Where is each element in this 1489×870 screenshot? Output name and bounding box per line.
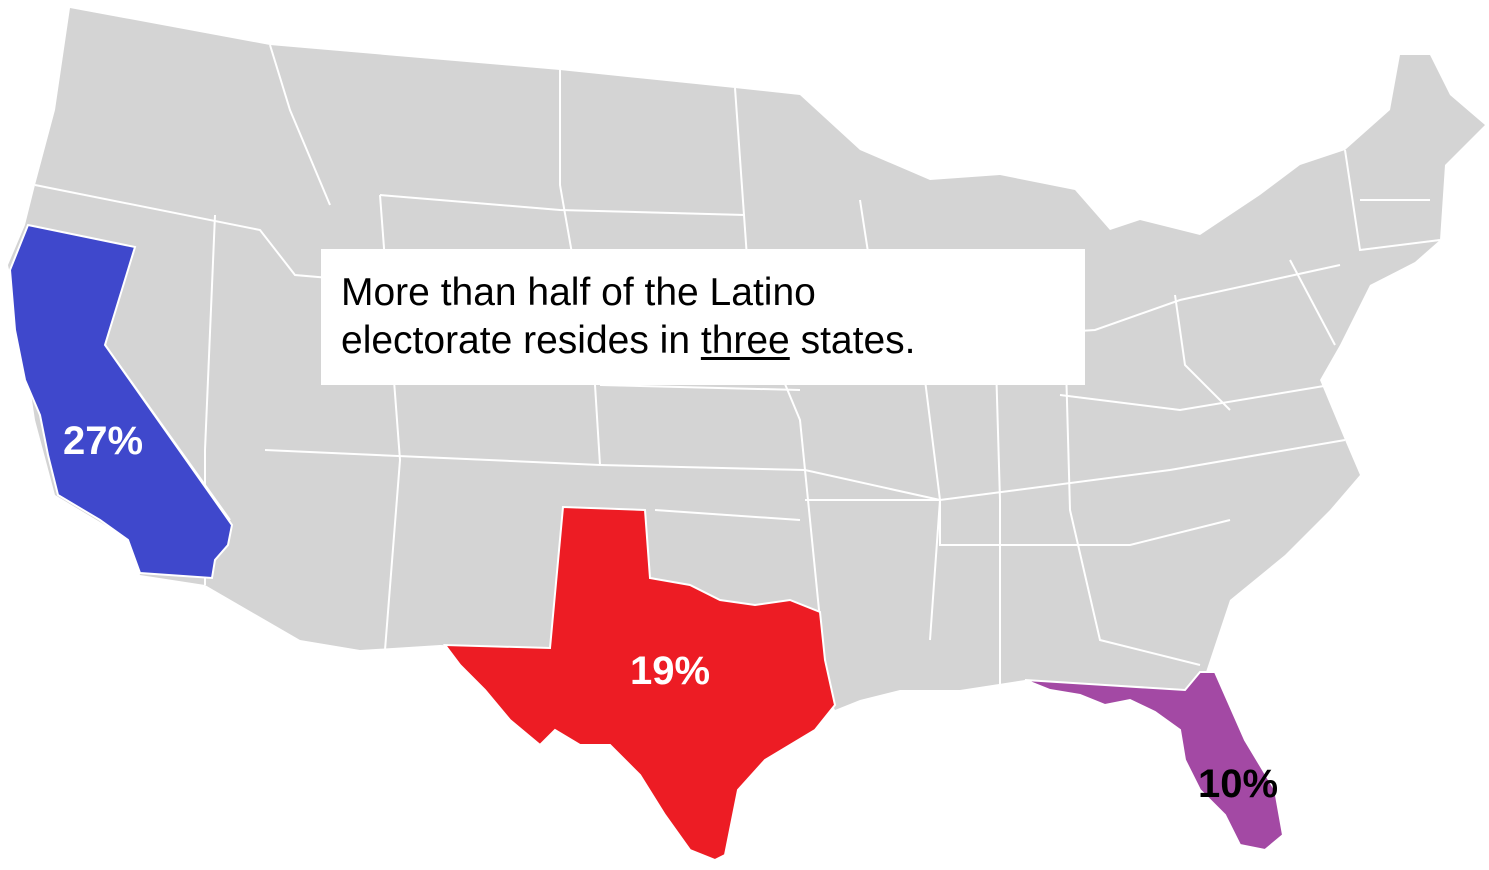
label-florida: 10% <box>1198 762 1279 806</box>
callout-emphasis: three <box>700 319 790 362</box>
callout-line-2: electorate resides in three states. <box>341 317 1085 365</box>
callout-line-2-prefix: electorate resides in <box>341 319 701 362</box>
label-california: 27% <box>63 419 144 463</box>
state-california <box>8 223 234 580</box>
callout-line-2-suffix: states. <box>789 319 916 362</box>
label-texas: 19% <box>630 649 711 693</box>
callout-box: More than half of the Latino electorate … <box>321 249 1085 385</box>
state-florida <box>1024 671 1285 852</box>
callout-line-1: More than half of the Latino <box>341 271 816 314</box>
state-texas <box>442 505 837 862</box>
